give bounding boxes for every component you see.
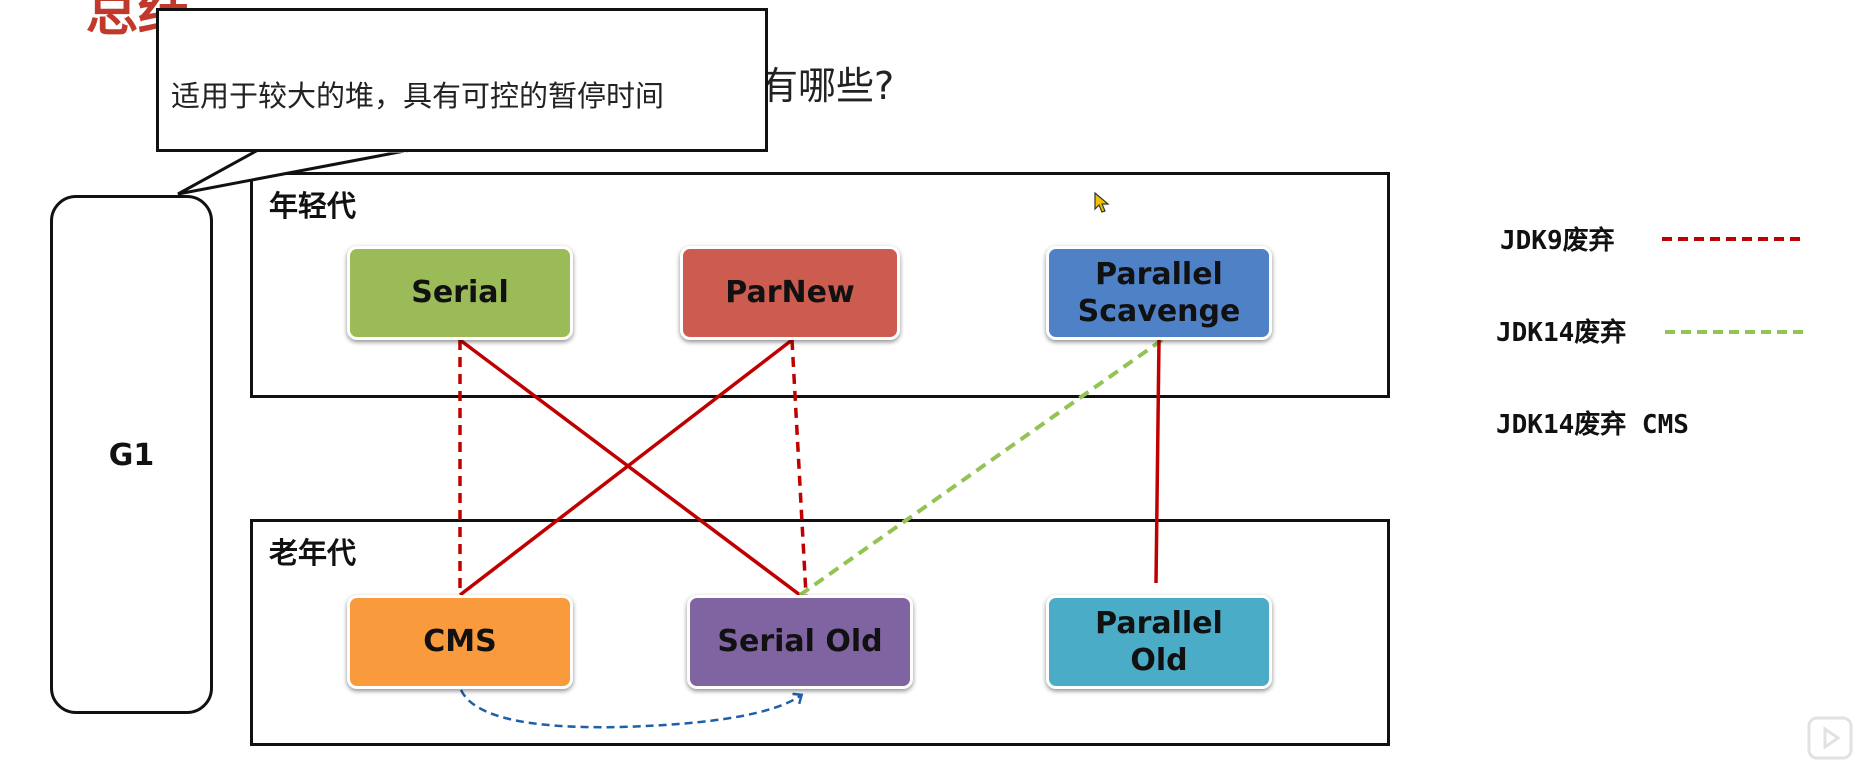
legend-label-jdk14-cms: JDK14废弃 CMS	[1496, 410, 1689, 440]
g1-collector-box: G1	[50, 195, 213, 714]
callout-text: 适用于较大的堆，具有可控的暂停时间	[171, 79, 665, 113]
link-parnew-serial-old	[790, 339, 808, 596]
parnew-collector: ParNew	[680, 246, 900, 340]
link-cms-fallback-arc	[459, 689, 804, 729]
legend-label-jdk14: JDK14废弃	[1496, 318, 1627, 348]
serial-collector: Serial	[347, 246, 573, 340]
serial-old-collector: Serial Old	[687, 595, 913, 689]
parallel-old-collector: Parallel Old	[1046, 595, 1272, 689]
parallel-scavenge-collector: Parallel Scavenge	[1046, 246, 1272, 340]
young-generation-label: 年轻代	[269, 189, 357, 223]
link-parallel-scavenge-parallel-old	[1154, 339, 1161, 584]
legend-label-jdk9: JDK9废弃	[1500, 226, 1615, 256]
link-parallel-scavenge-serial-old	[798, 338, 1164, 597]
mouse-cursor-icon	[1094, 192, 1110, 213]
old-generation-label: 老年代	[269, 536, 357, 570]
link-serial-serial-old	[458, 338, 802, 597]
play-button-icon[interactable]	[1805, 714, 1855, 761]
g1-label: G1	[108, 438, 155, 473]
callout-bubble: 适用于较大的堆，具有可控的暂停时间	[156, 8, 768, 152]
parallel-scavenge-label: Parallel Scavenge	[1077, 256, 1241, 330]
question-text: 有哪些?	[760, 64, 895, 108]
link-parnew-cms	[458, 338, 794, 597]
parallel-old-label: Parallel Old	[1095, 605, 1223, 679]
cms-collector: CMS	[347, 595, 573, 689]
